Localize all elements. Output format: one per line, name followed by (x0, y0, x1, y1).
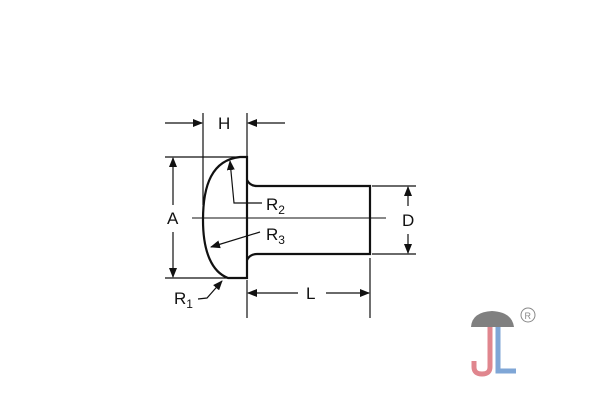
label-h: H (218, 114, 230, 133)
label-r1: R1 (174, 289, 193, 311)
logo-letter-j (471, 327, 493, 377)
leader-r2 (226, 160, 262, 204)
leader-r1 (197, 280, 223, 300)
label-d: D (402, 211, 414, 230)
umbrella-icon (471, 311, 514, 327)
dimension-a (165, 156, 247, 279)
rivet-head (201, 155, 249, 280)
label-a: A (167, 209, 179, 228)
label-r2: R2 (266, 195, 285, 217)
leader-r3 (210, 231, 261, 249)
rivet-shank (246, 179, 372, 261)
label-r3: R3 (266, 225, 285, 247)
dimension-h (165, 113, 285, 205)
registered-mark: R (525, 311, 532, 321)
jl-logo: R (471, 307, 536, 377)
dimension-l (246, 258, 371, 318)
dimension-d (372, 185, 416, 255)
label-l: L (306, 284, 315, 303)
logo-letter-l (495, 327, 516, 374)
registered-mark-circle (520, 307, 536, 323)
